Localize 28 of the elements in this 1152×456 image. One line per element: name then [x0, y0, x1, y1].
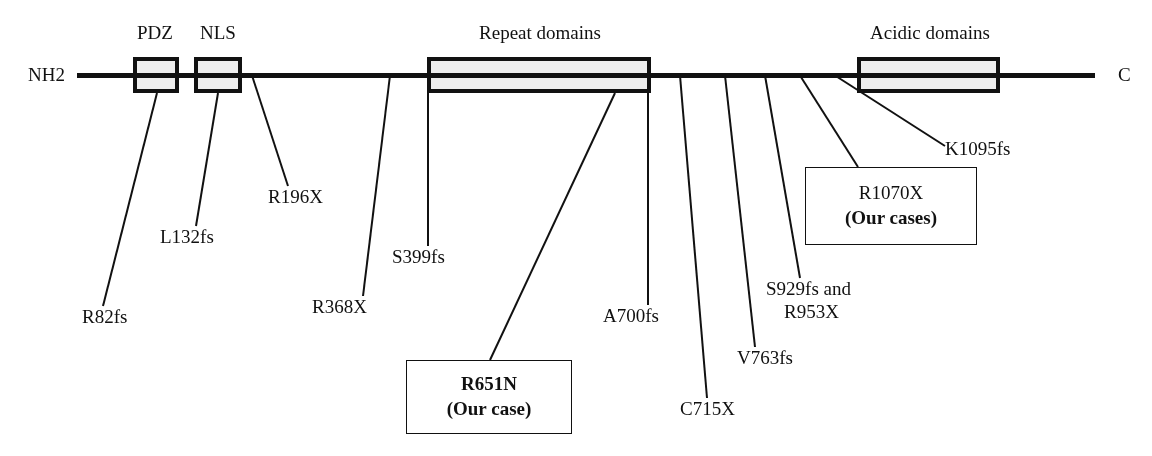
mutation-label: A700fs	[603, 305, 659, 328]
mutation-label: R368X	[312, 296, 367, 319]
mutation-label: (Our cases)	[845, 206, 937, 230]
mutation-label: (Our case)	[446, 397, 532, 421]
mutation-label: L132fs	[160, 226, 214, 249]
mutation-label: S399fs	[392, 246, 445, 269]
mutation-label: V763fs	[737, 347, 793, 370]
mutation-label: S929fs and R953X	[766, 278, 876, 324]
leader-line	[647, 92, 649, 306]
leader-line	[102, 92, 158, 307]
mutation-label: K1095fs	[945, 138, 1011, 161]
domain-label: Acidic domains	[870, 22, 990, 44]
backbone-bar	[77, 73, 1095, 78]
mutation-label: R196X	[268, 186, 323, 209]
mutation-label: R1070X	[858, 181, 924, 206]
terminus-label: C	[1118, 64, 1131, 87]
leader-line	[427, 92, 429, 247]
mutation-label: R651N	[461, 372, 517, 397]
leader-line	[489, 92, 616, 361]
callout-box	[805, 167, 977, 245]
mutation-label: R82fs	[82, 306, 128, 329]
leader-line	[195, 92, 219, 227]
terminus-label: NH2	[28, 64, 65, 87]
mutation-label: C715X	[680, 398, 735, 421]
domain-label: NLS	[200, 22, 236, 44]
domain-label: PDZ	[137, 22, 173, 44]
domain-label: Repeat domains	[479, 22, 601, 44]
callout-box	[406, 360, 572, 434]
